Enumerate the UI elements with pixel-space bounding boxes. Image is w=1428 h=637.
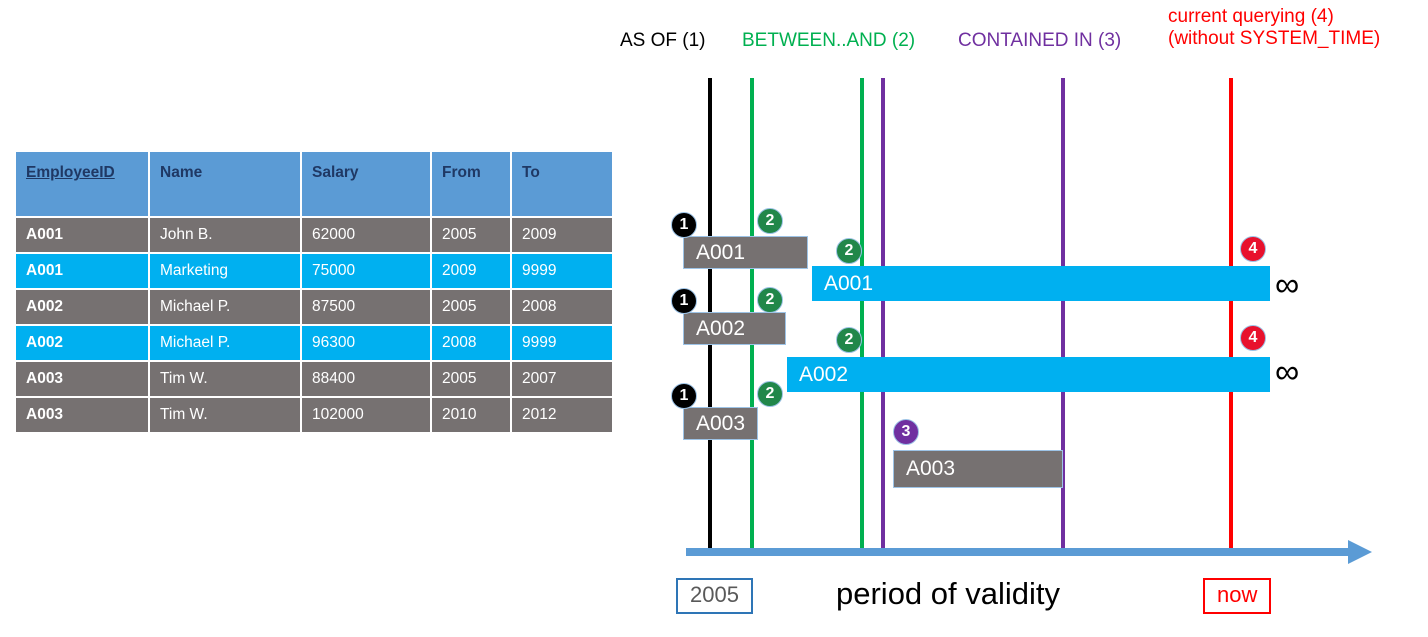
axis-title: period of validity xyxy=(836,576,1061,611)
bar-label: A003 xyxy=(906,457,956,480)
bar-a001-history: A001 xyxy=(683,236,808,269)
cell-employeeid: A003 xyxy=(16,398,148,432)
marker-1-a001: 1 xyxy=(671,212,697,238)
cell-to: 2009 xyxy=(512,218,612,252)
bar-a002-history: A002 xyxy=(683,312,786,345)
table-header: EmployeeID Name Salary From To xyxy=(16,152,612,216)
cell-from: 2008 xyxy=(432,326,510,360)
column-header-employeeid: EmployeeID xyxy=(16,152,148,216)
column-header-salary: Salary xyxy=(302,152,430,216)
cell-from: 2005 xyxy=(432,218,510,252)
marker-1-a002: 1 xyxy=(671,288,697,314)
cell-employeeid: A003 xyxy=(16,362,148,396)
cell-salary: 88400 xyxy=(302,362,430,396)
timeline-axis-arrowhead xyxy=(1348,540,1372,564)
cell-name: Michael P. xyxy=(150,290,300,324)
cell-salary: 96300 xyxy=(302,326,430,360)
marker-4-a002: 4 xyxy=(1240,325,1266,351)
table-row: A002 Michael P. 96300 2008 9999 xyxy=(16,326,612,360)
cell-name: Tim W. xyxy=(150,398,300,432)
bar-label: A003 xyxy=(696,411,746,435)
axis-start-label: 2005 xyxy=(676,578,753,615)
cell-to: 9999 xyxy=(512,326,612,360)
cell-name: John B. xyxy=(150,218,300,252)
marker-1-a003: 1 xyxy=(671,383,697,409)
cell-salary: 75000 xyxy=(302,254,430,288)
vline-contained-end xyxy=(1061,78,1065,553)
cell-from: 2005 xyxy=(432,290,510,324)
legend-between-and: BETWEEN..AND (2) xyxy=(742,30,916,51)
table-row: A001 Marketing 75000 2009 9999 xyxy=(16,254,612,288)
marker-3-a003: 3 xyxy=(893,419,919,445)
cell-to: 2012 xyxy=(512,398,612,432)
bar-a001-current: A001 xyxy=(812,266,1270,301)
column-header-from: From xyxy=(432,152,510,216)
bar-label: A001 xyxy=(824,271,874,295)
bar-a003-history: A003 xyxy=(683,407,758,440)
column-header-to: To xyxy=(512,152,612,216)
cell-employeeid: A002 xyxy=(16,326,148,360)
cell-to: 2008 xyxy=(512,290,612,324)
cell-to: 9999 xyxy=(512,254,612,288)
cell-to: 2007 xyxy=(512,362,612,396)
bar-label: A002 xyxy=(696,316,746,340)
legend-contained-in: CONTAINED IN (3) xyxy=(958,30,1122,51)
table-row: A003 Tim W. 102000 2010 2012 xyxy=(16,398,612,432)
bar-a002-current: A002 xyxy=(787,357,1270,392)
legend-current-querying: current querying (4) (without SYSTEM_TIM… xyxy=(1168,6,1380,50)
cell-salary: 87500 xyxy=(302,290,430,324)
vline-contained-start xyxy=(881,78,885,553)
infinity-symbol-a002: ∞ xyxy=(1275,353,1300,391)
infinity-symbol-a001: ∞ xyxy=(1275,266,1300,304)
table-row: A002 Michael P. 87500 2005 2008 xyxy=(16,290,612,324)
marker-4-a001: 4 xyxy=(1240,236,1266,262)
bar-label: A002 xyxy=(799,362,849,386)
table-header-row: EmployeeID Name Salary From To xyxy=(16,152,612,216)
cell-salary: 62000 xyxy=(302,218,430,252)
axis-now-label: now xyxy=(1203,578,1272,615)
bar-label: A001 xyxy=(696,240,746,264)
marker-2-a001-end: 2 xyxy=(836,238,862,264)
cell-from: 2009 xyxy=(432,254,510,288)
bar-a003-second: A003 xyxy=(893,450,1063,488)
cell-employeeid: A001 xyxy=(16,254,148,288)
timeline-axis xyxy=(686,548,1352,556)
vline-now xyxy=(1229,78,1233,553)
legend-as-of: AS OF (1) xyxy=(620,30,706,51)
table-body: A001 John B. 62000 2005 2009 A001 Market… xyxy=(16,218,612,432)
cell-employeeid: A001 xyxy=(16,218,148,252)
marker-2-a001-start: 2 xyxy=(757,208,783,234)
employee-history-table: EmployeeID Name Salary From To A001 John… xyxy=(14,150,614,434)
legend-current-querying-line1: current querying (4) xyxy=(1168,6,1334,27)
marker-2-a002-end: 2 xyxy=(836,327,862,353)
cell-from: 2010 xyxy=(432,398,510,432)
cell-from: 2005 xyxy=(432,362,510,396)
cell-name: Michael P. xyxy=(150,326,300,360)
legend-current-querying-line2: (without SYSTEM_TIME) xyxy=(1168,28,1381,49)
vline-between-end xyxy=(860,78,864,553)
marker-2-a003-start: 2 xyxy=(757,381,783,407)
table-row: A003 Tim W. 88400 2005 2007 xyxy=(16,362,612,396)
cell-name: Marketing xyxy=(150,254,300,288)
table-row: A001 John B. 62000 2005 2009 xyxy=(16,218,612,252)
cell-name: Tim W. xyxy=(150,362,300,396)
marker-2-a002-start: 2 xyxy=(757,287,783,313)
column-header-name: Name xyxy=(150,152,300,216)
cell-employeeid: A002 xyxy=(16,290,148,324)
cell-salary: 102000 xyxy=(302,398,430,432)
